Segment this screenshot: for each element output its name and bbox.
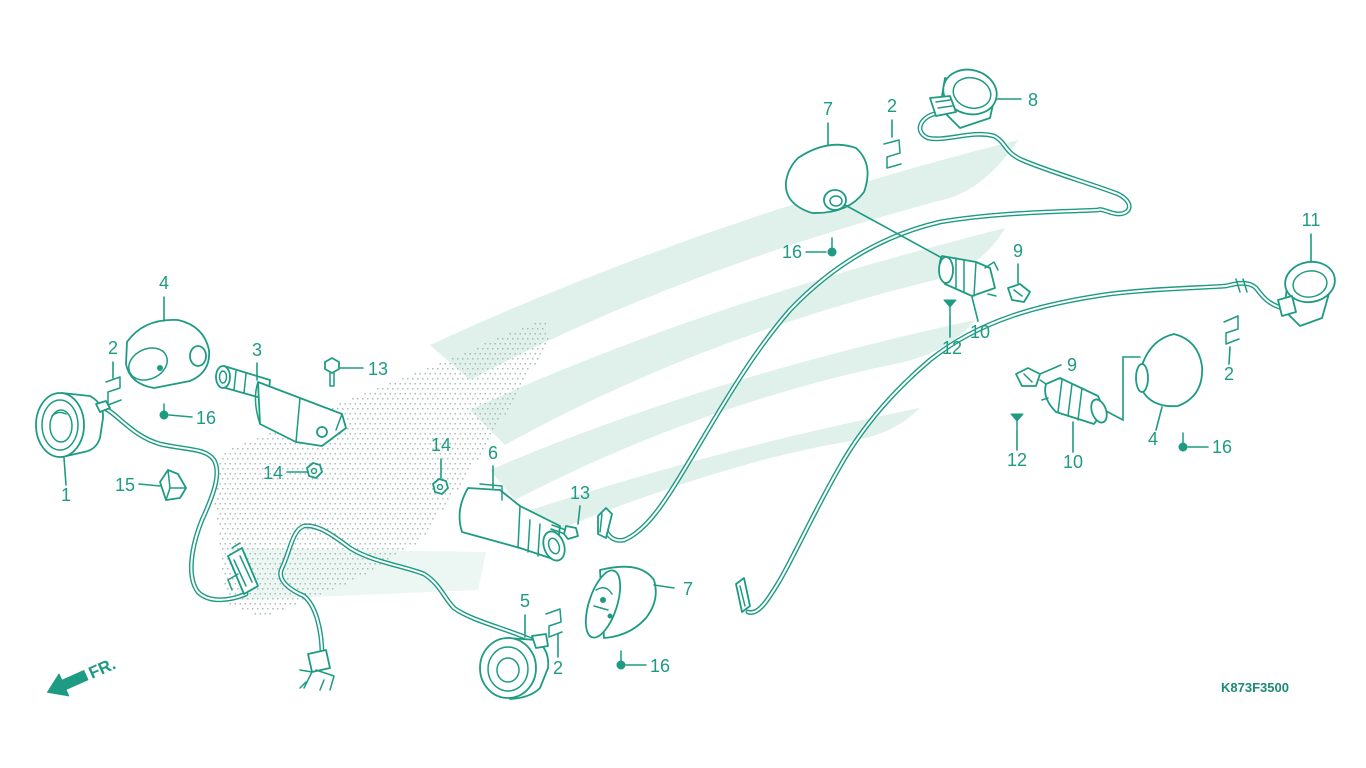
wire-clamp [1235, 278, 1248, 293]
callout-14-nut-right: 14 [431, 435, 451, 455]
watermark-feather [470, 228, 1005, 445]
connector-lamp-11 [735, 577, 751, 613]
connector-lamp-1 [227, 542, 259, 595]
callout-14-nut-left: 14 [263, 463, 283, 483]
wire-lamp-1 [101, 405, 249, 603]
watermark-base [232, 548, 486, 600]
callout-1-lamp: 1 [61, 485, 71, 505]
callout-16-screw-top: 16 [782, 242, 802, 262]
callout-10-socket-top: 10 [970, 322, 990, 342]
watermark-feather [430, 140, 1018, 380]
bolt-part-13-right [550, 524, 579, 540]
leader-line [168, 414, 193, 418]
clip-part-2-left [105, 376, 122, 406]
callout-4-shell-left: 4 [159, 273, 169, 293]
socket-part-10-top [938, 255, 999, 297]
callout-13-bolt-right: 13 [570, 483, 590, 503]
leader-line [577, 505, 581, 525]
callout-11-lamp: 11 [1302, 210, 1321, 230]
leader-line [63, 457, 67, 486]
screw-part-16-left [159, 403, 169, 420]
clip-part-2-right [1223, 315, 1240, 345]
clip-part-9-right [1015, 367, 1041, 387]
callout-16-screw-bottom: 16 [650, 656, 670, 676]
connector-lamp-8 [597, 507, 613, 539]
callout-4-shell-right: 4 [1148, 429, 1158, 449]
bolt-part-13-left [324, 357, 340, 387]
lamp-part-5 [479, 633, 550, 700]
screw-part-16-top [827, 237, 837, 257]
callout-7-shell-top: 7 [823, 99, 833, 119]
callout-16-screw-right: 16 [1212, 437, 1232, 457]
callout-10-socket-right: 10 [1063, 452, 1083, 472]
clip-part-15 [159, 469, 187, 501]
leader-line [653, 584, 675, 589]
watermark-feather [490, 320, 975, 500]
callout-2-clip-left: 2 [108, 338, 118, 358]
clip-part-2-bottom [545, 608, 563, 638]
nut-part-14-left [306, 462, 323, 479]
callout-2-clip-bottom: 2 [553, 658, 563, 678]
callout-15-clip: 15 [115, 475, 135, 495]
callout-labels: 7 2 8 16 9 10 12 11 2 9 4 16 12 10 4 2 3… [61, 90, 1320, 678]
lamp-shell-part-7-bottom [584, 565, 657, 639]
clip-part-2-top [883, 139, 902, 169]
arrow-down-left-icon [46, 670, 89, 697]
connector-lamp-5 [299, 649, 335, 691]
nut-part-14-right [432, 478, 449, 495]
lamp-shell-part-7-top [785, 143, 869, 214]
lamp-shell-part-4-right [1135, 333, 1203, 408]
callout-5-lamp: 5 [520, 591, 530, 611]
leader-line [1039, 364, 1062, 375]
wire-lamp-11 [745, 280, 1285, 615]
socket-link-line-top [844, 204, 943, 259]
leader-line [1228, 346, 1231, 365]
socket-part-10-right [1039, 377, 1108, 425]
screw-part-16-right [1178, 432, 1188, 452]
callout-12-screw-right: 12 [1007, 450, 1027, 470]
front-marker-label: FR. [86, 654, 119, 682]
clip-part-9-top [1007, 283, 1031, 303]
screw-part-16-bottom [616, 650, 626, 670]
callout-6-stem: 6 [488, 443, 498, 463]
callout-9-clip-top: 9 [1013, 241, 1023, 261]
diagram-code: K873F3500 [1221, 680, 1289, 695]
lamp-part-11 [1277, 260, 1336, 327]
stem-part-3 [215, 365, 347, 447]
callout-12-screw-top: 12 [942, 338, 962, 358]
leader-line [1155, 406, 1163, 431]
callout-7-shell-bottom: 7 [683, 579, 693, 599]
wire-lamp-5 [278, 523, 535, 659]
leader-line [138, 483, 161, 487]
callout-13-bolt-left: 13 [368, 359, 388, 379]
lamp-part-8 [929, 68, 998, 129]
callout-3-stem: 3 [252, 340, 262, 360]
watermark-wing [232, 140, 1018, 600]
stem-part-6 [458, 483, 566, 562]
leader-line [971, 296, 979, 322]
callout-16-screw-left: 16 [196, 408, 216, 428]
callout-9-clip-right: 9 [1067, 355, 1077, 375]
front-direction-marker: FR. [46, 654, 119, 697]
callout-2-clip-top: 2 [887, 96, 897, 116]
lamp-part-1 [35, 392, 111, 458]
lamp-shell-part-4-left [125, 319, 211, 389]
screw-part-12-right [1010, 413, 1024, 430]
screw-part-12-top [943, 299, 957, 316]
callout-8-lamp: 8 [1028, 90, 1038, 110]
wire-lamp-8 [603, 111, 1132, 543]
socket-link-line-right [1105, 356, 1141, 422]
callout-2-clip-right: 2 [1224, 364, 1234, 384]
leader-lines [63, 98, 1312, 666]
